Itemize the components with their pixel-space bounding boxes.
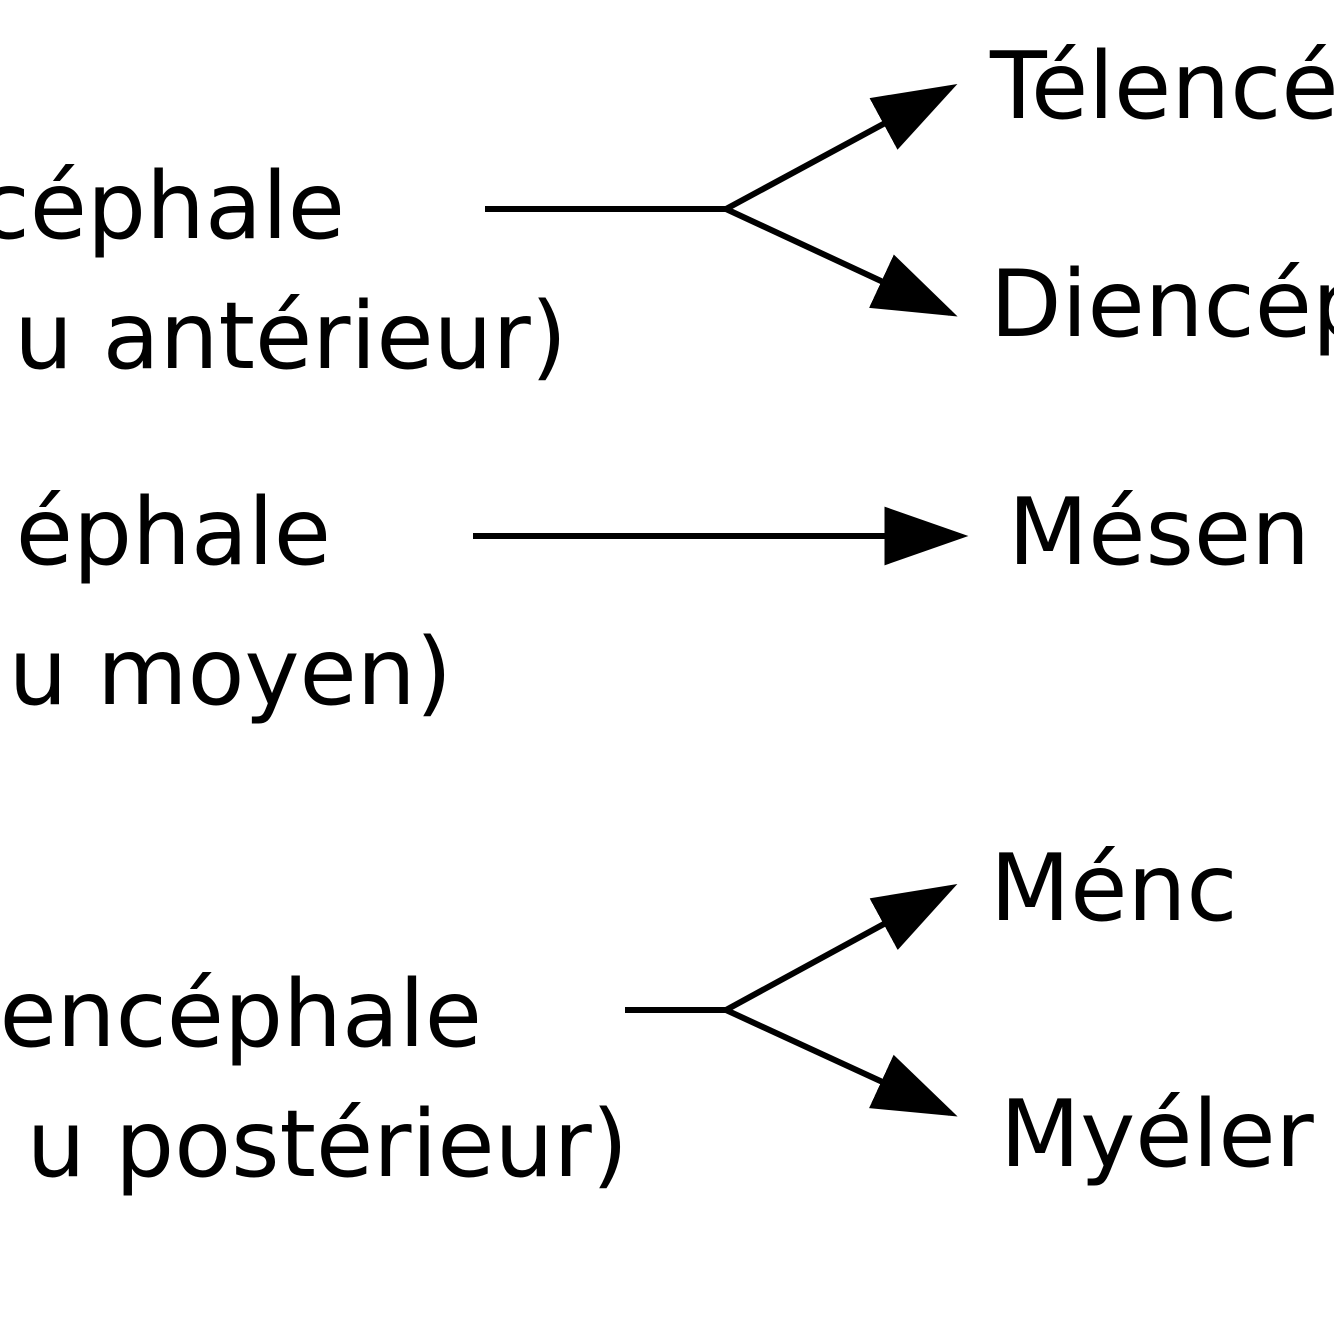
myelencephale-label: Myéler	[1000, 1080, 1314, 1188]
mesencephale-source-label-line1: éphale	[15, 478, 331, 586]
arrow-to-telencephale	[724, 84, 958, 212]
diencephale-label: Diencép	[990, 250, 1334, 358]
arrow-to-myelencephale	[724, 1007, 958, 1117]
prosencephale-label-line1: céphale	[0, 152, 345, 260]
rhombencephale-label-line1: encéphale	[0, 960, 482, 1068]
rhombencephale-label-line2: u postérieur)	[26, 1090, 628, 1198]
arrow-to-diencephale	[724, 206, 958, 317]
arrow-to-metencephale	[724, 883, 958, 1013]
telencephale-label: Télencé	[990, 32, 1334, 140]
mesencephale-target-label: Mésen	[1008, 478, 1311, 586]
prosencephale-branch	[485, 84, 958, 317]
mesencephale-source-label-line2: u moyen)	[8, 618, 452, 726]
prosencephale-label-line2: u antérieur)	[14, 282, 567, 390]
rhombencephale-branch	[625, 883, 958, 1117]
metencephale-label: Ménc	[990, 834, 1238, 942]
